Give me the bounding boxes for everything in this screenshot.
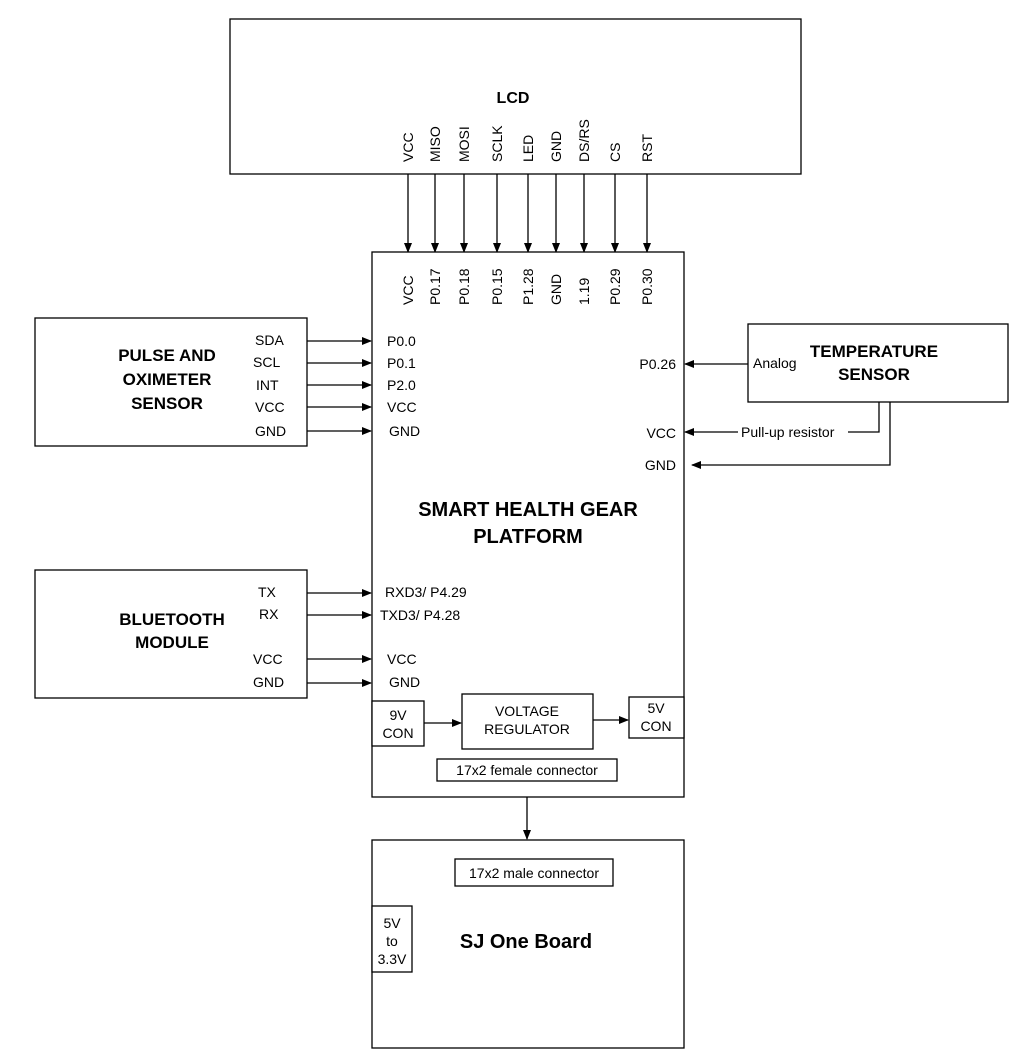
con-5v-line2: CON	[640, 718, 671, 734]
lcd-module: LCD VCC MISO MOSI SCLK LED GND DS/RS CS …	[229, 18, 802, 175]
bluetooth-pin-rx: RX	[259, 606, 279, 622]
platform-pin-bt-gnd: GND	[389, 674, 420, 690]
pulse-title-line2: OXIMETER	[123, 370, 212, 389]
platform-pin-pulse-vcc: VCC	[387, 399, 417, 415]
voltage-converter-box	[371, 905, 413, 973]
platform-pin-p0-15: P0.15	[489, 268, 505, 305]
lcd-pin-rst: RST	[639, 134, 655, 162]
lcd-pin-mosi: MOSI	[456, 126, 472, 162]
pulse-pin-scl: SCL	[253, 354, 280, 370]
lcd-pin-miso: MISO	[427, 126, 443, 162]
platform-pin-gnd: GND	[548, 274, 564, 305]
bluetooth-box	[34, 569, 308, 699]
voltage-regulator-line2: REGULATOR	[484, 721, 570, 737]
bluetooth-pin-tx: TX	[258, 584, 277, 600]
temperature-wire-gnd	[691, 402, 891, 469]
pulse-pin-int: INT	[256, 377, 279, 393]
bluetooth-pin-gnd: GND	[253, 674, 284, 690]
platform-board: SMART HEALTH GEAR PLATFORM VCC P0.17 P0.…	[371, 251, 685, 798]
pulse-pin-vcc: VCC	[255, 399, 285, 415]
temperature-sensor: TEMPERATURE SENSOR Analog	[747, 323, 1009, 403]
temperature-wire-vcc-drop	[848, 402, 880, 433]
lcd-pin-gnd: GND	[548, 131, 564, 162]
sj-board-title: SJ One Board	[460, 931, 592, 953]
male-connector-label: 17x2 male connector	[469, 865, 599, 881]
bluetooth-connections	[307, 589, 372, 687]
voltage-regulator-box	[461, 693, 594, 750]
con-5v-box	[628, 696, 685, 739]
voltage-regulator: VOLTAGE REGULATOR	[461, 693, 594, 750]
lcd-pin-dsrs: DS/RS	[576, 119, 592, 162]
voltage-converter: 5V to 3.3V	[371, 905, 413, 973]
platform-pin-p1-28: P1.28	[520, 268, 536, 305]
pulse-sensor-box	[34, 317, 308, 447]
platform-pin-temp-vcc: VCC	[646, 425, 676, 441]
bluetooth-module: BLUETOOTH MODULE TX RX VCC GND	[34, 569, 308, 699]
pulse-oximeter-sensor: PULSE AND OXIMETER SENSOR SDA SCL INT VC…	[34, 317, 308, 447]
con-9v: 9V CON	[371, 700, 425, 747]
temperature-analog-label: Analog	[753, 355, 797, 371]
pulse-title-line3: SENSOR	[131, 394, 203, 413]
bluetooth-title-line2: MODULE	[135, 633, 209, 652]
temperature-box	[747, 323, 1009, 403]
female-connector: 17x2 female connector	[436, 758, 618, 782]
platform-title-line2: PLATFORM	[473, 526, 583, 548]
platform-pin-vcc: VCC	[400, 275, 416, 305]
temperature-connections: Pull-up resistor	[684, 360, 891, 469]
female-connector-label: 17x2 female connector	[456, 762, 598, 778]
platform-pin-p0-29: P0.29	[607, 268, 623, 305]
platform-pin-p2-0: P2.0	[387, 377, 416, 393]
lcd-pin-sclk: SCLK	[489, 125, 505, 162]
platform-pin-temp-gnd: GND	[645, 457, 676, 473]
lcd-box	[229, 18, 802, 175]
female-connector-box	[436, 758, 618, 782]
platform-title-line1: SMART HEALTH GEAR	[418, 499, 638, 521]
pulse-connections	[307, 337, 372, 435]
platform-pin-p0-18: P0.18	[456, 268, 472, 305]
con-5v-line1: 5V	[647, 700, 665, 716]
bluetooth-title-line1: BLUETOOTH	[119, 610, 224, 629]
platform-pin-bt-vcc: VCC	[387, 651, 417, 667]
voltage-converter-line3: 3.3V	[378, 951, 407, 967]
male-connector-box	[454, 858, 614, 887]
voltage-converter-line2: to	[386, 933, 398, 949]
lcd-pin-vcc: VCC	[400, 132, 416, 162]
lcd-connections	[404, 174, 651, 253]
con-9v-box	[371, 700, 425, 747]
con-9v-line1: 9V	[389, 707, 407, 723]
pullup-resistor-label: Pull-up resistor	[741, 424, 835, 440]
voltage-converter-line1: 5V	[383, 915, 401, 931]
platform-pin-rxd3: RXD3/ P4.29	[385, 584, 467, 600]
lcd-pin-cs: CS	[607, 143, 623, 162]
platform-pin-p0-17: P0.17	[427, 268, 443, 305]
platform-pin-txd3: TXD3/ P4.28	[380, 607, 460, 623]
con-5v: 5V CON	[628, 696, 685, 739]
pulse-title-line1: PULSE AND	[118, 346, 216, 365]
temperature-title-line1: TEMPERATURE	[810, 342, 938, 361]
sj-one-board: SJ One Board 17x2 male connector 5V to 3…	[371, 839, 685, 1049]
pulse-pin-gnd: GND	[255, 423, 286, 439]
pulse-pin-sda: SDA	[255, 332, 284, 348]
platform-pin-p0-30: P0.30	[639, 268, 655, 305]
voltage-regulator-line1: VOLTAGE	[495, 703, 559, 719]
platform-pin-p0-1: P0.1	[387, 355, 416, 371]
lcd-pin-led: LED	[520, 135, 536, 162]
con-9v-line2: CON	[382, 725, 413, 741]
platform-pin-1-19: 1.19	[576, 278, 592, 305]
platform-pin-pulse-gnd: GND	[389, 423, 420, 439]
male-connector: 17x2 male connector	[454, 858, 614, 887]
platform-pin-p0-26: P0.26	[639, 356, 676, 372]
platform-pin-p0-0: P0.0	[387, 333, 416, 349]
temperature-title-line2: SENSOR	[838, 365, 910, 384]
bluetooth-pin-vcc: VCC	[253, 651, 283, 667]
lcd-title: LCD	[497, 90, 530, 107]
